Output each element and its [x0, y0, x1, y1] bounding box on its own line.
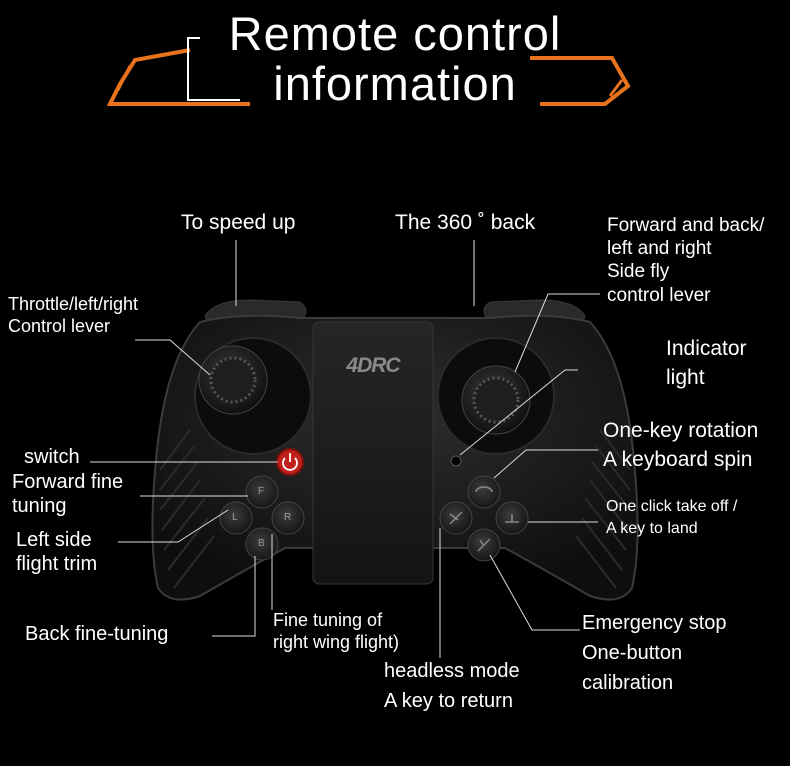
dpad-right-button[interactable] [271, 501, 305, 535]
power-icon [282, 457, 298, 471]
dpad-down-label: B [258, 538, 265, 549]
indicator-light [450, 455, 462, 467]
label-takeoff-land: One click take off / A key to land [606, 498, 738, 538]
rotation-icon [475, 486, 493, 493]
label-indicator-light: Indicator light [666, 337, 747, 390]
page-title-line2: information [273, 57, 517, 110]
label-headless-mode: headless mode A key to return [384, 660, 520, 712]
label-forward-fine-tuning: Forward fine tuning [12, 471, 124, 518]
label-left-side-trim: Left side flight trim [16, 529, 98, 576]
label-forward-back-lever: Forward and back/ left and right Side fl… [607, 215, 765, 306]
dpad-up-label: F [258, 486, 265, 497]
dpad-down-button[interactable] [245, 527, 279, 561]
emergency-icon [477, 538, 491, 552]
page-title-line1: Remote control [228, 7, 562, 60]
dpad-right-label: R [284, 512, 292, 523]
dpad-left-label: L [232, 512, 238, 523]
label-speed-up: To speed up [181, 211, 296, 234]
label-360-back: The 360 ˚ back [395, 211, 536, 234]
label-one-key-rotation: One-key rotation A keyboard spin [603, 419, 759, 472]
gamepad [151, 299, 639, 601]
title-bracket-left [187, 37, 240, 101]
label-switch: switch [24, 446, 80, 468]
center-panel [312, 321, 434, 585]
brand-logo: 4DRC [346, 354, 400, 377]
rotation-button[interactable] [467, 475, 501, 509]
label-right-wing-tuning: Fine tuning of right wing flight) [273, 610, 400, 652]
takeoff-icon [505, 514, 519, 523]
dpad-up-button[interactable] [245, 475, 279, 509]
label-emergency-stop: Emergency stop One-button calibration [582, 612, 727, 694]
face-buttons[interactable] [439, 475, 529, 562]
label-back-fine-tuning: Back fine-tuning [25, 623, 169, 645]
title-frame-right [530, 56, 631, 106]
label-throttle-lever: Throttle/left/right Control lever [8, 294, 139, 336]
headless-icon [449, 511, 463, 525]
